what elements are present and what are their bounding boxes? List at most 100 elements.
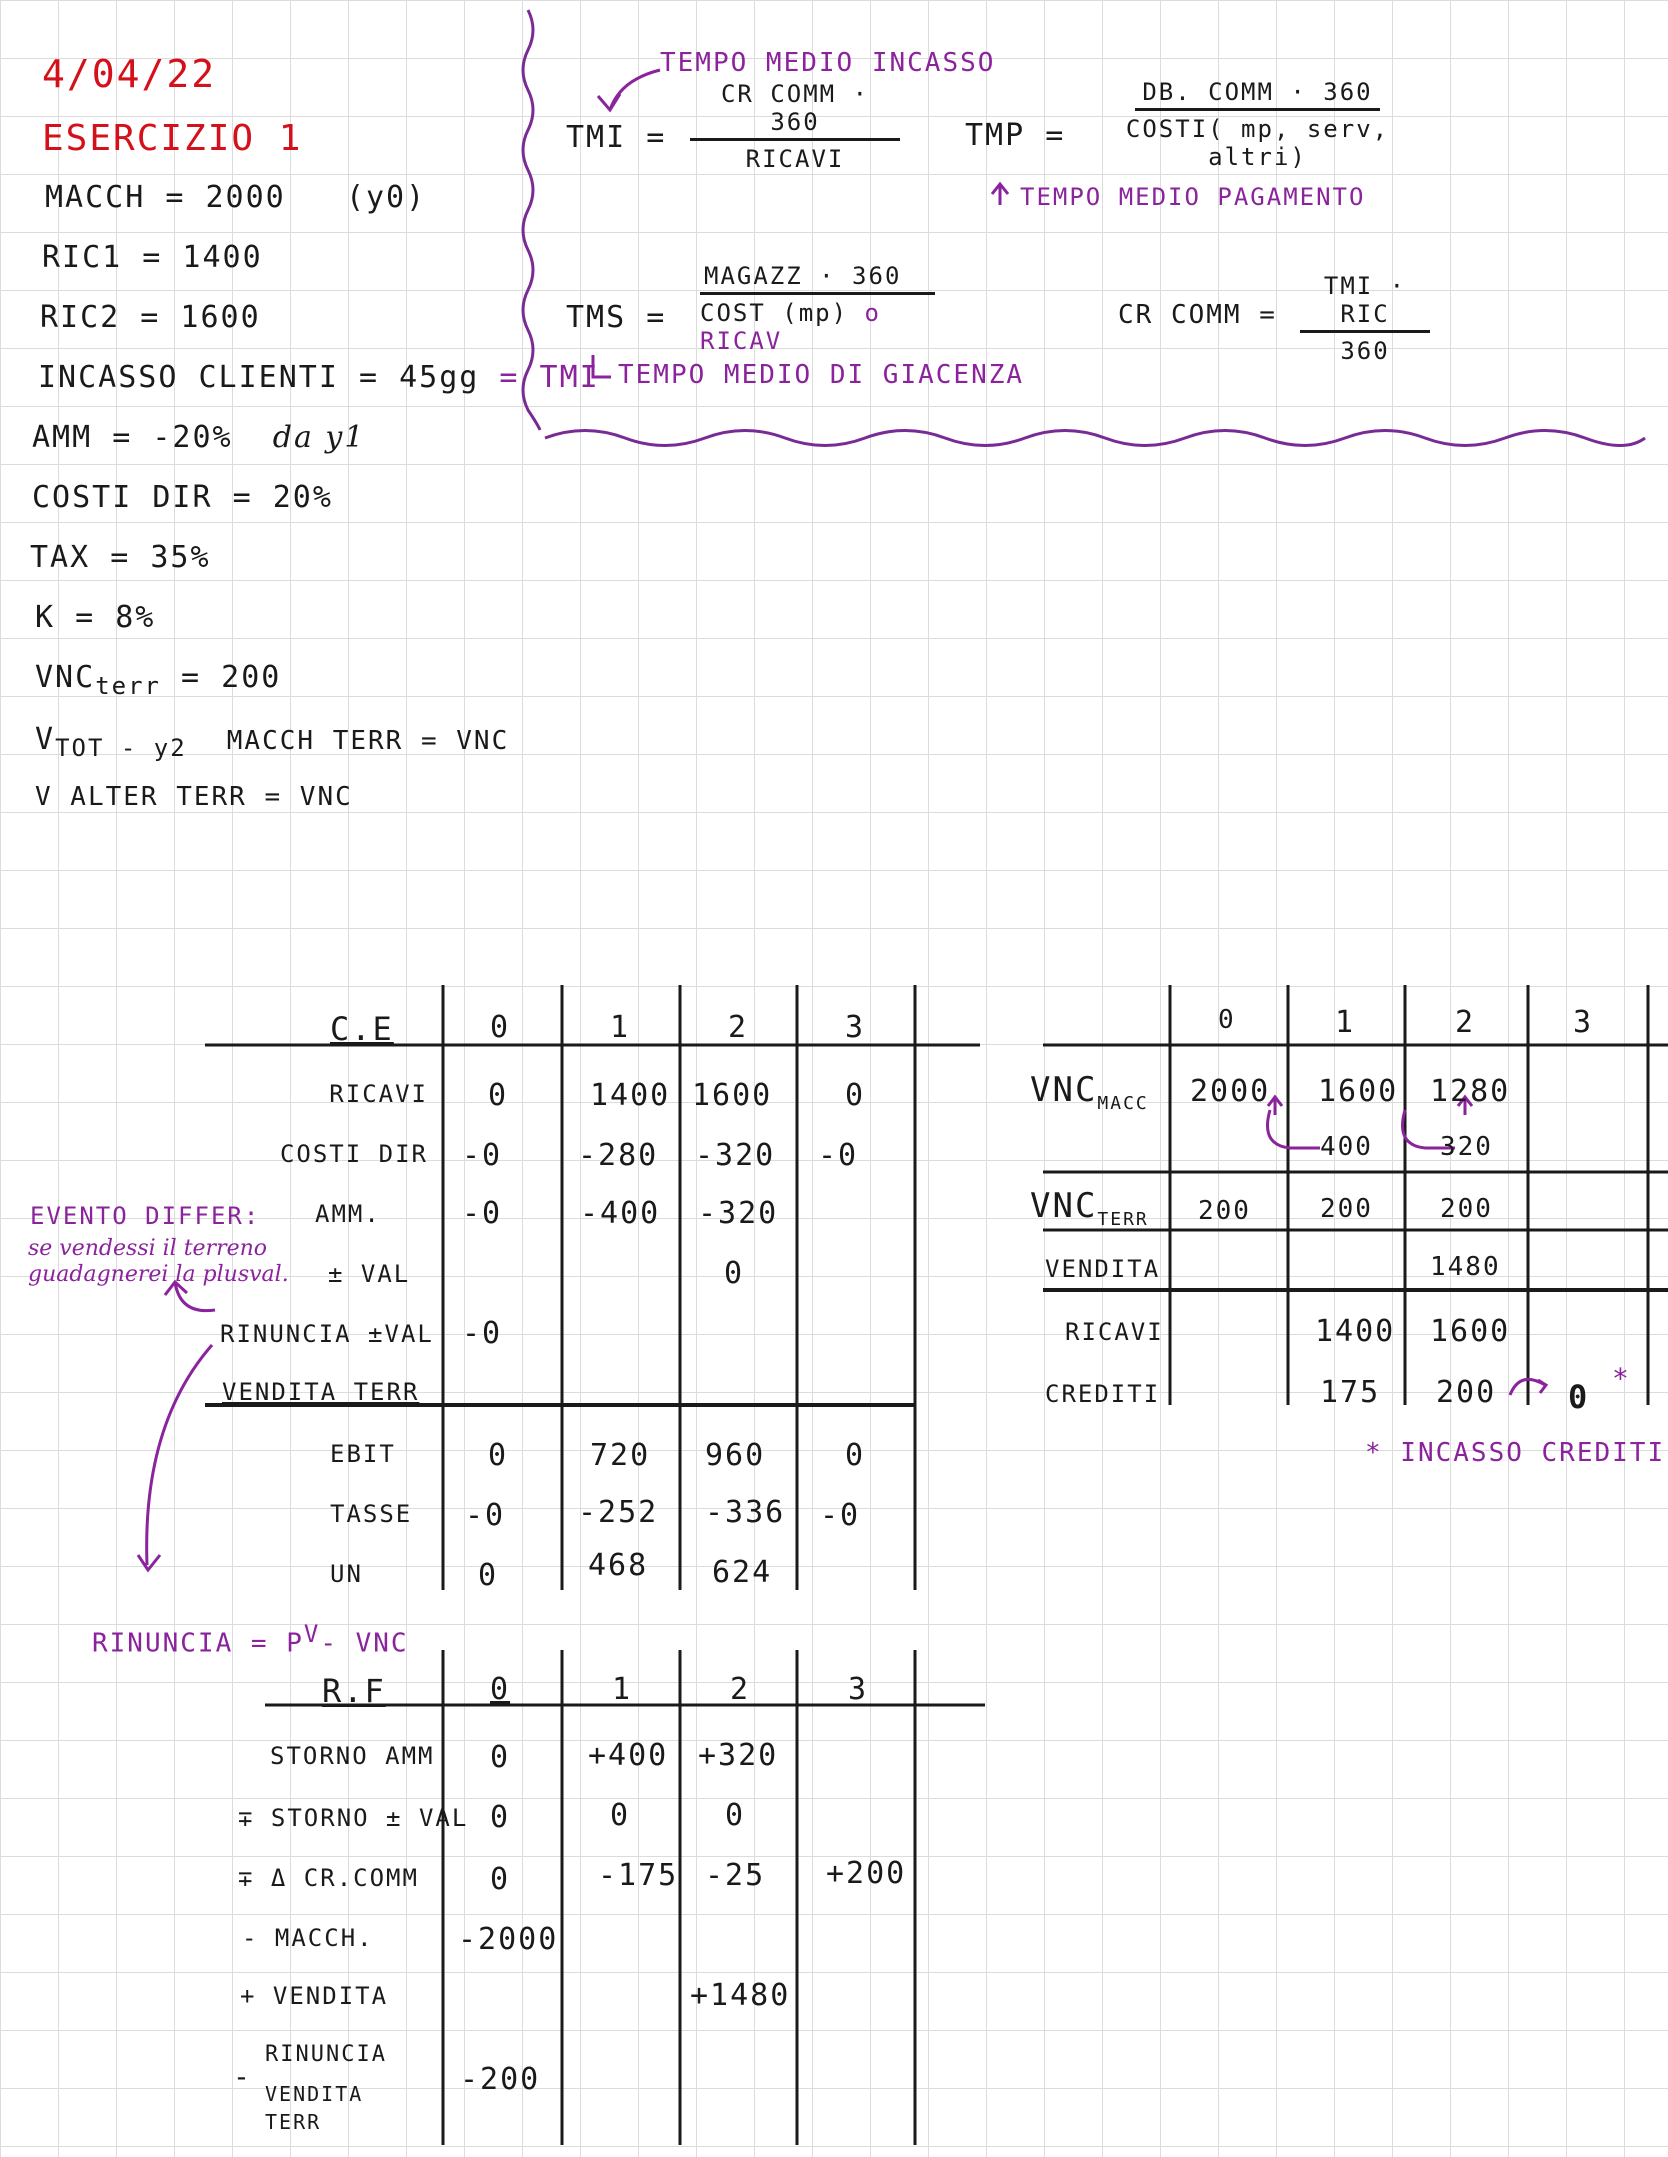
valter-line: V ALTER TERR = VNC — [35, 782, 353, 812]
note-arrow-up — [163, 1279, 216, 1313]
ric2-line: RIC2 = 1600 — [40, 300, 261, 335]
ce-col-2: 2 — [728, 1010, 749, 1045]
vnc-cell: 1280 — [1430, 1074, 1511, 1109]
rf-cell: 0 — [490, 1740, 511, 1775]
rf-row-label: RINUNCIA — [265, 2042, 387, 2067]
vnc-cell: 1480 — [1430, 1252, 1501, 1282]
vnc-cell: 1600 — [1430, 1314, 1511, 1349]
exercise-title: ESERCIZIO 1 — [42, 118, 303, 159]
rf-row-label: + VENDITA — [240, 1982, 389, 2010]
rf-col-3: 3 — [848, 1672, 869, 1707]
ce-cell: -320 — [698, 1196, 779, 1231]
tmi-arrow — [596, 68, 661, 113]
vnc-amm: 400 — [1320, 1132, 1373, 1162]
evento-note: EVENTO DIFFER: — [30, 1202, 261, 1230]
rf-cell: -200 — [460, 2062, 541, 2097]
ce-row-label: ± VAL — [328, 1260, 411, 1288]
rf-col-1: 1 — [612, 1672, 633, 1707]
ce-row-label: TASSE — [330, 1500, 413, 1528]
rf-row-label-2: VENDITA — [265, 2082, 364, 2106]
rf-row-label-3: TERR — [265, 2110, 322, 2134]
tmp-arrow — [990, 181, 1010, 205]
crediti-label: CREDITI — [1045, 1380, 1161, 1408]
tms-arrow — [591, 355, 611, 379]
k-line: K = 8% — [35, 600, 156, 635]
ce-row-label: AMM. — [315, 1200, 381, 1228]
rf-col-2: 2 — [730, 1672, 751, 1707]
rf-cell: +320 — [698, 1738, 779, 1773]
vnc-cell: 175 — [1320, 1375, 1381, 1410]
vnc-terr-line: VNCterr = 200 — [35, 660, 282, 700]
ce-row-label: COSTI DIR — [279, 1140, 428, 1168]
ce-cell: -0 — [465, 1498, 506, 1533]
ce-cell: -0 — [818, 1138, 859, 1173]
vnc-cell: 1600 — [1318, 1074, 1399, 1109]
rf-row-label: - MACCH. — [242, 1924, 374, 1952]
ce-col-3: 3 — [845, 1010, 866, 1045]
vnc-cell: 2000 — [1190, 1074, 1271, 1109]
ce-cell: 720 — [590, 1438, 651, 1473]
wavy-divider-vertical — [521, 9, 542, 431]
incasso-line: INCASSO CLIENTI = 45gg = TMI — [38, 360, 600, 395]
rf-cell: 0 — [725, 1798, 746, 1833]
ce-cell: -0 — [820, 1498, 861, 1533]
vtot-line: VTOT - y2 MACCH TERR = VNC — [35, 722, 510, 762]
tmi-fraction: CR COMM · 360 RICAVI — [690, 80, 900, 173]
ce-cell: -252 — [578, 1495, 659, 1530]
rf-cell: -175 — [598, 1858, 679, 1893]
vnc-table-lines — [1043, 985, 1668, 1405]
ce-cell: 624 — [712, 1555, 773, 1590]
rf-cell: 0 — [610, 1798, 631, 1833]
ce-cell: -0 — [462, 1316, 503, 1351]
ce-col-1: 1 — [610, 1010, 631, 1045]
rf-cell: 0 — [490, 1862, 511, 1897]
ce-cell: 468 — [588, 1548, 649, 1583]
rf-row-label: ∓ Δ CR.COMM — [238, 1864, 419, 1892]
vnc-col-1: 1 — [1335, 1005, 1356, 1040]
crcomm-fraction: TMI · RIC 360 — [1300, 272, 1430, 365]
incasso-crediti-note: * INCASSO CREDITI — [1365, 1438, 1666, 1468]
ce-cell: -0 — [462, 1196, 503, 1231]
crcomm-symbol: CR COMM = — [1118, 300, 1277, 330]
vnc-col-3: 3 — [1573, 1005, 1594, 1040]
rf-table-lines — [265, 1650, 985, 2145]
macch-line: MACCH = 2000 (y0) — [45, 180, 427, 215]
vnc-amm-arrow-2 — [1401, 1094, 1474, 1150]
ce-cell: 0 — [845, 1078, 866, 1113]
ce-cell: -280 — [578, 1138, 659, 1173]
vnc-amm-arrow-1 — [1266, 1094, 1320, 1150]
tmi-label: TEMPO MEDIO INCASSO — [660, 48, 996, 78]
rf-cell: -25 — [705, 1858, 766, 1893]
crediti-star: * — [1612, 1362, 1631, 1395]
rf-row-label: ∓ STORNO ± VAL — [238, 1804, 469, 1832]
vnc-cell: 200 — [1436, 1375, 1497, 1410]
ce-row-label: UN — [330, 1560, 363, 1588]
rf-row-label: STORNO AMM — [270, 1742, 435, 1770]
evento-note-3: guadagnerei la plusval. — [28, 1262, 289, 1287]
tms-fraction: MAGAZZ · 360 COST (mp) o RICAV — [700, 262, 935, 355]
vnc-cell: 200 — [1320, 1194, 1373, 1224]
rf-cell: +200 — [826, 1856, 907, 1891]
rf-col-0: 0 — [490, 1672, 511, 1707]
ricavi-label: RICAVI — [1065, 1318, 1164, 1346]
ce-title: C.E — [330, 1010, 394, 1048]
ce-cell: 1600 — [692, 1078, 773, 1113]
ce-cell: 0 — [478, 1558, 499, 1593]
rinuncia-formula: RINUNCIA = PV- VNC — [92, 1620, 409, 1659]
tms-label: TEMPO MEDIO DI GIACENZA — [618, 360, 1025, 390]
evento-note-2: se vendessi il terreno — [28, 1236, 268, 1261]
rf-title: R.F — [322, 1672, 386, 1710]
ce-col-0: 0 — [490, 1010, 511, 1045]
ce-cell: 0 — [724, 1256, 745, 1291]
crediti-arrow — [1508, 1377, 1549, 1396]
vendita-label: VENDITA — [1045, 1255, 1161, 1283]
ce-cell: 0 — [845, 1438, 866, 1473]
amm-line: AMM = -20% da y1 — [32, 420, 366, 455]
ce-cell: 0 — [488, 1078, 509, 1113]
ce-table-lines — [205, 985, 980, 1590]
note-arrow-down — [136, 1344, 214, 1573]
rf-cell: -2000 — [458, 1922, 559, 1957]
ce-cell: 1400 — [590, 1078, 671, 1113]
tms-symbol: TMS = — [566, 300, 667, 335]
costi-dir-line: COSTI DIR = 20% — [32, 480, 333, 515]
